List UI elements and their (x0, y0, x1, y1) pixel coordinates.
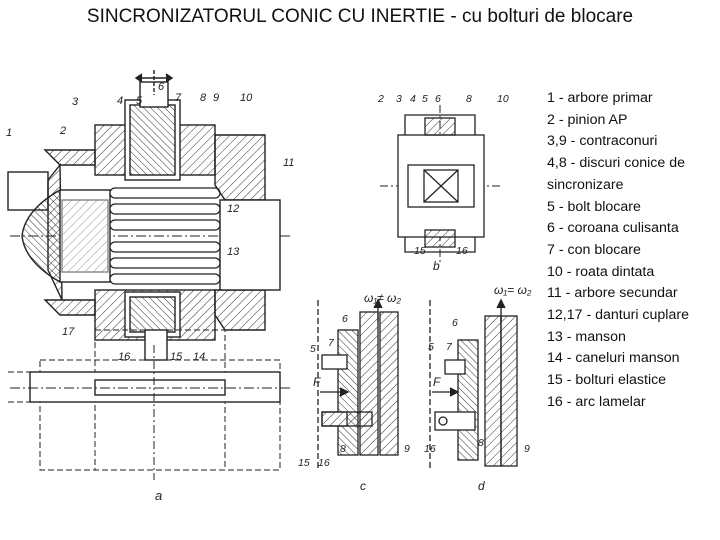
legend-item-11: 11 - arbore secundar (547, 285, 678, 302)
callout-a-3: 3 (72, 96, 79, 108)
panel-label-d: d (478, 479, 485, 493)
callout-a-16: 16 (118, 351, 131, 363)
callout-d-16: 16 (424, 443, 436, 455)
legend-item-2: 2 - pinion AP (547, 111, 628, 128)
callout-a-13: 13 (227, 246, 240, 258)
callout-d-6: 6 (452, 317, 458, 329)
legend-item-14: 14 - caneluri manson (547, 350, 680, 367)
callout-a-17: 17 (62, 326, 75, 338)
omega-label-c: ω₁≠ ω₂ (364, 291, 401, 305)
figure-d-callouts: ω₁= ω₂ 5 7 6 8 9 16 F d (424, 283, 532, 493)
omega-label-d: ω₁= ω₂ (494, 283, 532, 297)
force-label-c: F (313, 375, 321, 389)
callout-a-1: 1 (6, 127, 12, 139)
parts-legend: 1 - arbore primar 2 - pinion AP 3,9 - co… (547, 88, 717, 414)
legend-item-13: 13 - manson (547, 328, 626, 345)
callout-d-5: 5 (428, 341, 434, 353)
callout-b-8: 8 (466, 93, 472, 105)
figure-a (7, 70, 290, 480)
legend-item-7: 7 - con blocare (547, 241, 641, 258)
callout-a-12: 12 (227, 203, 239, 215)
callout-b-2: 2 (377, 93, 384, 105)
legend-item-5: 5 - bolt blocare (547, 198, 641, 215)
panel-label-a: a (155, 488, 162, 503)
callout-b-4: 4 (410, 93, 416, 105)
callout-c-9: 9 (404, 443, 410, 455)
callout-a-7: 7 (175, 92, 182, 104)
figure-c-callouts: ω₁≠ ω₂ 5 7 6 8 9 15 16 F c (298, 291, 410, 493)
callout-d-8: 8 (478, 437, 484, 449)
legend-item-10: 10 - roata dintata (547, 263, 655, 280)
callout-b-16: 16 (456, 245, 468, 257)
legend-item-1: 1 - arbore primar (547, 90, 653, 106)
callout-b-6: 6 (435, 93, 441, 105)
callout-a-4: 4 (117, 95, 123, 107)
legend-item-4-8: 4,8 - discuri conice de sincronizare (547, 155, 686, 193)
callout-c-7: 7 (328, 337, 335, 349)
callout-c-15: 15 (298, 457, 310, 469)
figure-b (380, 105, 500, 262)
legend-item-15: 15 - bolturi elastice (547, 372, 667, 389)
callout-c-6: 6 (342, 313, 348, 325)
legend-item-3-9: 3,9 - contraconuri (547, 133, 658, 150)
figure-b-callouts: 2 3 4 5 6 8 10 15 16 b (377, 93, 509, 273)
legend-item-6: 6 - coroana culisanta (547, 220, 679, 237)
force-label-d: F (433, 375, 441, 389)
callout-a-9: 9 (213, 92, 219, 104)
page-title: SINCRONIZATORUL CONIC CU INERTIE - cu bo… (86, 6, 634, 27)
callout-b-10: 10 (497, 93, 509, 105)
callout-a-5: 5 (136, 95, 143, 107)
legend-item-12-17: 12,17 - danturi cuplare (547, 307, 689, 324)
callout-b-3: 3 (396, 93, 402, 105)
figure-c (317, 298, 399, 470)
callout-a-10: 10 (240, 92, 253, 104)
panel-label-b: b (433, 259, 440, 273)
figure-a-callouts: 1 2 3 4 5 6 7 8 9 10 11 12 13 17 16 15 1… (6, 81, 294, 503)
callout-b-5: 5 (422, 93, 428, 105)
callout-a-11: 11 (283, 157, 294, 169)
callout-c-8: 8 (340, 443, 346, 455)
callout-c-16: 16 (318, 457, 330, 469)
callout-d-7: 7 (446, 341, 453, 353)
callout-a-15: 15 (170, 351, 183, 363)
synchronizer-drawing: 1 2 3 4 5 6 7 8 9 10 11 12 13 17 16 15 1… (6, 70, 532, 503)
callout-a-2: 2 (59, 125, 66, 137)
legend-item-16: 16 - arc lamelar (547, 393, 646, 410)
callout-b-15: 15 (414, 245, 426, 257)
callout-a-14: 14 (193, 351, 205, 363)
callout-a-8: 8 (200, 92, 207, 104)
callout-d-9: 9 (524, 443, 530, 455)
figure-d (429, 298, 518, 470)
callout-c-5: 5 (310, 343, 316, 355)
panel-label-c: c (360, 479, 366, 493)
callout-a-6: 6 (158, 81, 165, 93)
